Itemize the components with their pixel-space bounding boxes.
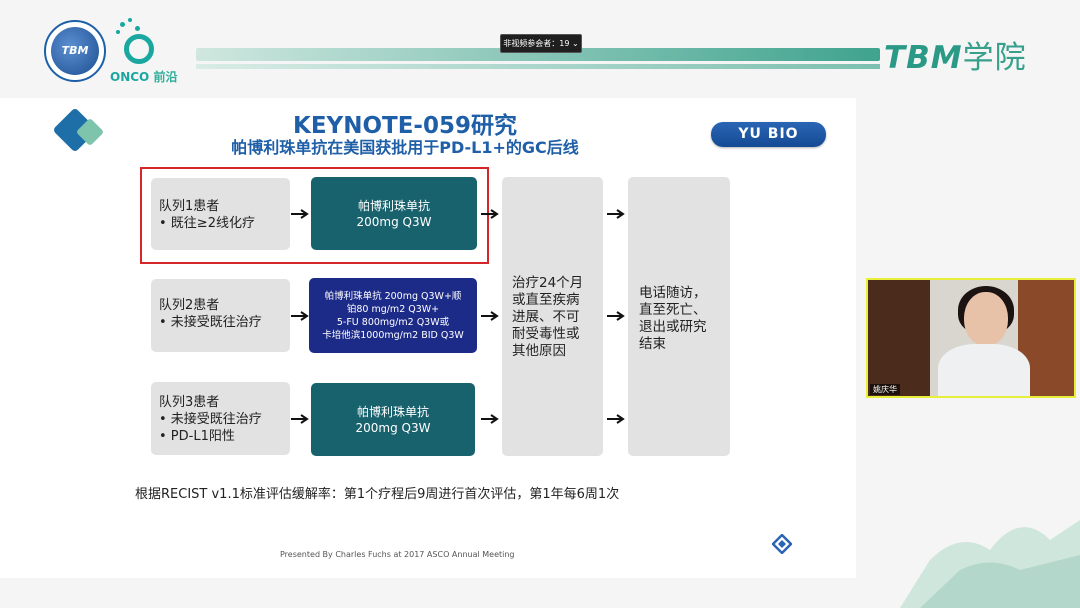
arrow-right-icon	[607, 209, 625, 219]
arrow-right-icon	[291, 209, 309, 219]
cohort-2-box: 队列2患者 • 未接受既往治疗	[151, 279, 290, 352]
onco-ring-icon	[124, 34, 154, 64]
duration-line-1: 治疗24个月	[512, 275, 584, 291]
cohort-3-box: 队列3患者 • 未接受既往治疗 • PD-L1阳性	[151, 382, 290, 455]
arrow-right-icon	[481, 209, 499, 219]
treatment-duration-box: 治疗24个月 或直至疾病 进展、不可 耐受毒性或 其他原因	[502, 177, 603, 456]
cohort-2-treatment-line-3: 5-FU 800mg/m2 Q3W或	[336, 316, 450, 328]
presented-by-credit: Presented By Charles Fuchs at 2017 ASCO …	[280, 550, 515, 559]
arrow-right-icon	[481, 414, 499, 424]
sponsor-logo: YU BIO	[711, 122, 826, 147]
arrow-right-icon	[607, 311, 625, 321]
cohort-3-treatment: 帕博利珠单抗 200mg Q3W	[311, 383, 475, 456]
brand-title: TBM学院	[884, 32, 1027, 77]
brand-latin: TBM	[884, 40, 963, 76]
globe-icon	[51, 27, 99, 75]
followup-line-1: 电话随访，	[639, 285, 707, 301]
followup-line-4: 结束	[639, 336, 666, 352]
cohort-1-treatment: 帕博利珠单抗 200mg Q3W	[311, 177, 477, 250]
banner-stripe	[196, 48, 880, 61]
viewer-count-badge[interactable]: 非视频参会者：19 ⌄	[500, 34, 582, 53]
slide-subtitle: 帕博利珠单抗在美国获批用于PD-L1+的GC后线	[231, 138, 579, 157]
brand-cn: 学院	[962, 40, 1027, 76]
slide-title: KEYNOTE-059研究	[293, 113, 517, 139]
cohort-1-criteria: • 既往≥2线化疗	[159, 216, 255, 231]
cohort-2-treatment: 帕博利珠单抗 200mg Q3W+顺 铂80 mg/m2 Q3W+ 5-FU 8…	[309, 278, 477, 353]
cohort-3-criteria-1: • 未接受既往治疗	[159, 412, 262, 427]
onco-logo: ONCO 前沿	[110, 18, 182, 84]
followup-line-3: 退出或研究	[639, 319, 707, 335]
arrow-right-icon	[291, 311, 309, 321]
cohort-3-drug: 帕博利珠单抗	[356, 404, 429, 419]
cohort-2-title: 队列2患者	[159, 298, 220, 313]
onco-logo-cn: 前沿	[153, 70, 178, 84]
speaker-avatar	[964, 292, 1008, 346]
cohort-3-title: 队列3患者	[159, 395, 220, 410]
duration-line-5: 其他原因	[512, 343, 566, 359]
cohort-2-treatment-line-1: 帕博利珠单抗 200mg Q3W+顺	[324, 290, 462, 302]
followup-line-2: 直至死亡、	[639, 302, 707, 318]
cohort-2-treatment-line-2: 铂80 mg/m2 Q3W+	[346, 303, 440, 315]
followup-box: 电话随访， 直至死亡、 退出或研究 结束	[628, 177, 730, 456]
cohort-1-highlight-frame	[140, 167, 489, 264]
arrow-right-icon	[481, 311, 499, 321]
meeting-header: TBM ONCO 前沿 TBM学院 非视频参会者：19 ⌄	[0, 0, 1080, 92]
onco-logo-text: ONCO	[110, 70, 150, 84]
slide-footnote: 根据RECIST v1.1标准评估缓解率：第1个疗程后9周进行首次评估，第1年每…	[135, 487, 620, 502]
cohort-2-treatment-line-4: 卡培他滨1000mg/m2 BID Q3W	[322, 329, 464, 341]
banner-stripe-thin	[196, 64, 880, 69]
cohort-3-criteria-2: • PD-L1阳性	[159, 429, 235, 444]
tbm-logo-text: TBM	[61, 44, 89, 57]
cohort-1-title: 队列1患者	[159, 199, 220, 214]
cohort-1-dose: 200mg Q3W	[356, 214, 432, 229]
cohort-3-dose: 200mg Q3W	[355, 420, 431, 435]
corner-logo-icon	[772, 534, 792, 554]
tbm-logo: TBM	[44, 20, 106, 82]
arrow-right-icon	[291, 414, 309, 424]
duration-line-2: 或直至疾病	[512, 292, 580, 308]
decorative-hills	[900, 520, 1080, 608]
cohort-1-drug: 帕博利珠单抗	[357, 198, 430, 213]
duration-line-3: 进展、不可	[512, 309, 580, 325]
duration-line-4: 耐受毒性或	[512, 326, 580, 342]
arrow-right-icon	[607, 414, 625, 424]
cohort-1-box: 队列1患者 • 既往≥2线化疗	[151, 178, 290, 250]
speaker-video-tile[interactable]: 姚庆华	[866, 278, 1076, 398]
participant-name-label: 姚庆华	[870, 384, 900, 395]
cohort-2-criteria: • 未接受既往治疗	[159, 315, 262, 330]
presentation-slide: KEYNOTE-059研究 帕博利珠单抗在美国获批用于PD-L1+的GC后线 Y…	[0, 98, 856, 578]
